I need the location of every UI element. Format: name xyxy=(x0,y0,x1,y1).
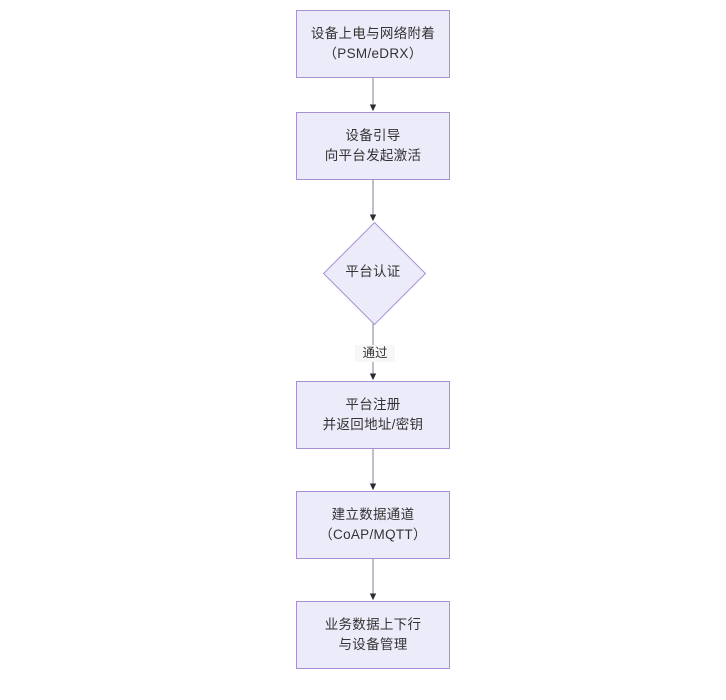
edge-label-pass: 通过 xyxy=(355,345,395,362)
node-line-1: 设备上电与网络附着 xyxy=(310,26,436,41)
node-device-bootstrap[interactable]: 设备引导 向平台发起激活 xyxy=(296,112,450,180)
node-line-2: 向平台发起激活 xyxy=(324,148,422,163)
node-line-2: （CoAP/MQTT） xyxy=(319,527,427,542)
node-business-data[interactable]: 业务数据上下行 与设备管理 xyxy=(296,601,450,669)
node-line-2: 并返回地址/密钥 xyxy=(322,417,424,432)
node-line-2: （PSM/eDRX） xyxy=(323,46,423,61)
node-data-channel[interactable]: 建立数据通道 （CoAP/MQTT） xyxy=(296,491,450,559)
node-line-2: 与设备管理 xyxy=(338,637,408,652)
node-line-1: 平台认证 xyxy=(345,264,401,279)
node-line-1: 平台注册 xyxy=(345,397,401,412)
node-line-1: 建立数据通道 xyxy=(331,507,415,522)
node-platform-registration[interactable]: 平台注册 并返回地址/密钥 xyxy=(296,381,450,449)
node-line-1: 设备引导 xyxy=(345,128,401,143)
node-line-1: 业务数据上下行 xyxy=(324,617,422,632)
node-platform-auth-decision[interactable]: 平台认证 xyxy=(322,221,426,325)
node-device-power-on[interactable]: 设备上电与网络附着 （PSM/eDRX） xyxy=(296,10,450,78)
